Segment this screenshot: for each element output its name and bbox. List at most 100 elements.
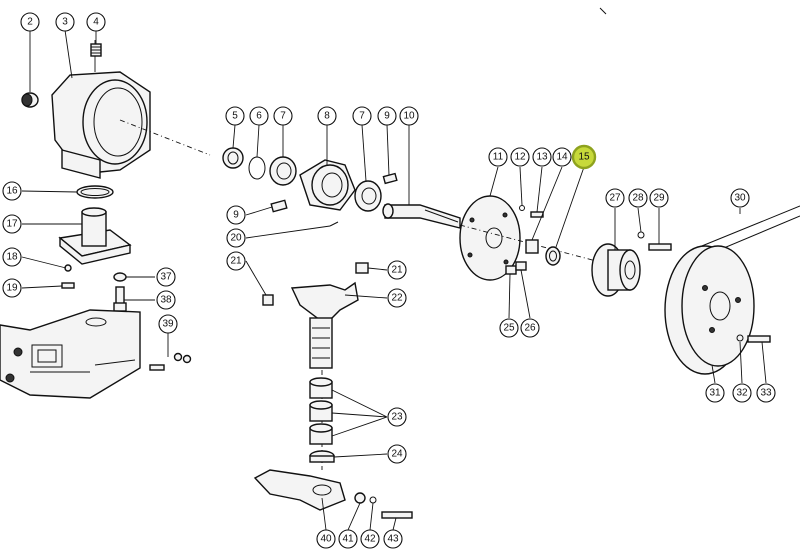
callout-28[interactable]: 28 bbox=[628, 188, 648, 208]
callout-21-left[interactable]: 21 bbox=[226, 251, 246, 271]
part-25-pin bbox=[505, 265, 517, 275]
corner-mark bbox=[599, 7, 607, 15]
callout-8[interactable]: 8 bbox=[317, 106, 337, 126]
leader-lines bbox=[21, 29, 767, 531]
callout-label-15: 15 bbox=[578, 152, 590, 163]
callout-label-7-left: 7 bbox=[280, 111, 286, 122]
callout-label-32: 32 bbox=[736, 388, 748, 399]
callout-18[interactable]: 18 bbox=[2, 247, 22, 267]
callout-label-5: 5 bbox=[232, 111, 238, 122]
callout-label-9-top: 9 bbox=[384, 111, 390, 122]
callout-label-17: 17 bbox=[6, 219, 18, 230]
callout-12[interactable]: 12 bbox=[510, 147, 530, 167]
callout-label-6: 6 bbox=[256, 111, 262, 122]
callout-26[interactable]: 26 bbox=[520, 318, 540, 338]
callout-20[interactable]: 20 bbox=[226, 228, 246, 248]
part-41-nut bbox=[354, 492, 366, 504]
callout-41[interactable]: 41 bbox=[338, 529, 358, 549]
callout-24[interactable]: 24 bbox=[387, 444, 407, 464]
callout-label-29: 29 bbox=[653, 193, 665, 204]
callout-13[interactable]: 13 bbox=[532, 147, 552, 167]
callout-43[interactable]: 43 bbox=[383, 529, 403, 549]
callout-label-40: 40 bbox=[320, 534, 332, 545]
callout-25[interactable]: 25 bbox=[499, 318, 519, 338]
part-10-shaft bbox=[382, 203, 461, 229]
callout-3[interactable]: 3 bbox=[55, 12, 75, 32]
part-40-lever bbox=[253, 469, 346, 511]
callout-16[interactable]: 16 bbox=[2, 181, 22, 201]
part-9-pin-left bbox=[270, 199, 288, 213]
callout-6[interactable]: 6 bbox=[249, 106, 269, 126]
part-39-bolts bbox=[149, 352, 192, 371]
callout-32[interactable]: 32 bbox=[732, 383, 752, 403]
part-32-washer bbox=[736, 334, 744, 342]
part-22-yoke-shaft bbox=[290, 281, 359, 369]
callout-37[interactable]: 37 bbox=[156, 267, 176, 287]
callout-23[interactable]: 23 bbox=[387, 407, 407, 427]
part-12-washer bbox=[519, 205, 525, 211]
callout-label-22: 22 bbox=[391, 293, 403, 304]
callout-21-right[interactable]: 21 bbox=[387, 260, 407, 280]
part-43-bolt bbox=[381, 511, 413, 519]
part-14-bushing bbox=[525, 239, 539, 254]
part-5-ring bbox=[222, 147, 244, 169]
callout-label-43: 43 bbox=[387, 534, 399, 545]
callout-5[interactable]: 5 bbox=[225, 106, 245, 126]
part-4-breather bbox=[90, 43, 102, 57]
callout-label-9-left: 9 bbox=[233, 210, 239, 221]
callout-label-28: 28 bbox=[632, 193, 644, 204]
callout-39[interactable]: 39 bbox=[158, 314, 178, 334]
callout-label-7-right: 7 bbox=[359, 111, 365, 122]
callout-19[interactable]: 19 bbox=[2, 278, 22, 298]
part-27-hub bbox=[591, 243, 641, 297]
callout-31[interactable]: 31 bbox=[705, 383, 725, 403]
callout-label-26: 26 bbox=[524, 323, 536, 334]
part-3-housing bbox=[51, 40, 151, 179]
callout-2[interactable]: 2 bbox=[20, 12, 40, 32]
callout-label-31: 31 bbox=[709, 388, 721, 399]
part-9-pin-top bbox=[382, 172, 398, 185]
callout-label-13: 13 bbox=[536, 152, 548, 163]
part-13-bolt bbox=[530, 211, 544, 218]
part-19-bolt bbox=[61, 282, 75, 289]
callout-15-highlighted[interactable]: 15 bbox=[571, 144, 597, 170]
callout-label-38: 38 bbox=[160, 295, 172, 306]
callout-17[interactable]: 17 bbox=[2, 214, 22, 234]
callout-label-11: 11 bbox=[493, 152, 504, 163]
callout-label-23: 23 bbox=[391, 412, 403, 423]
callout-label-27: 27 bbox=[609, 193, 621, 204]
callout-38[interactable]: 38 bbox=[156, 290, 176, 310]
callout-7-right[interactable]: 7 bbox=[352, 106, 372, 126]
callout-label-20: 20 bbox=[230, 233, 242, 244]
callout-7-left[interactable]: 7 bbox=[273, 106, 293, 126]
callout-11[interactable]: 11 bbox=[488, 147, 508, 167]
part-28-washer bbox=[637, 231, 645, 239]
part-37-washer bbox=[113, 272, 127, 282]
part-15-seal-ring[interactable] bbox=[545, 246, 561, 266]
part-17-flange bbox=[58, 207, 132, 265]
callout-9-left[interactable]: 9 bbox=[226, 205, 246, 225]
callout-label-14: 14 bbox=[556, 152, 568, 163]
callout-label-3: 3 bbox=[62, 17, 68, 28]
callout-14[interactable]: 14 bbox=[552, 147, 572, 167]
callout-10[interactable]: 10 bbox=[399, 106, 419, 126]
callout-layer: 2 3 4 16 17 18 19 37 38 39 5 6 7 8 7 9 1… bbox=[2, 12, 776, 549]
callout-42[interactable]: 42 bbox=[360, 529, 380, 549]
callout-label-8: 8 bbox=[324, 111, 330, 122]
callout-27[interactable]: 27 bbox=[605, 188, 625, 208]
callout-40[interactable]: 40 bbox=[316, 529, 336, 549]
callout-label-19: 19 bbox=[6, 283, 18, 294]
callout-33[interactable]: 33 bbox=[756, 383, 776, 403]
callout-22[interactable]: 22 bbox=[387, 288, 407, 308]
part-21-bushing-right bbox=[355, 262, 369, 274]
callout-label-4: 4 bbox=[93, 17, 99, 28]
callout-4[interactable]: 4 bbox=[86, 12, 106, 32]
part-21-bushing-left bbox=[262, 294, 274, 306]
part-20-pin bbox=[329, 221, 339, 227]
callout-30[interactable]: 30 bbox=[730, 188, 750, 208]
callout-29[interactable]: 29 bbox=[649, 188, 669, 208]
callout-9-top[interactable]: 9 bbox=[377, 106, 397, 126]
callout-label-2: 2 bbox=[27, 17, 33, 28]
